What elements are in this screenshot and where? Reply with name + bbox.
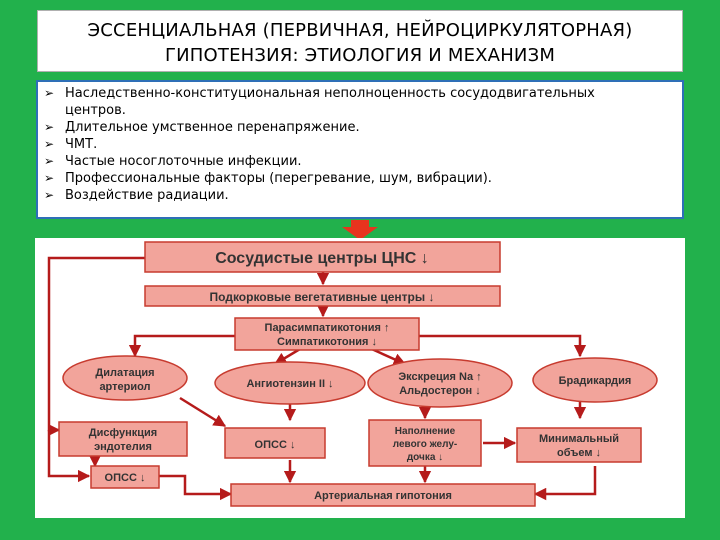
dilation-label-2: артериол bbox=[99, 381, 150, 393]
excretion-label-2: Альдостерон ↓ bbox=[399, 385, 481, 397]
angiotensin-ellipse bbox=[214, 361, 366, 405]
list-item: ➢Длительное умственное перенапряжение. bbox=[44, 120, 360, 135]
dysfunction-label-1: Дисфункция bbox=[89, 427, 157, 439]
minimal-volume-box bbox=[516, 427, 642, 463]
arteriole-dilation-ellipse bbox=[62, 355, 188, 401]
title-line-1: ЭССЕНЦИАЛЬНАЯ (ПЕРВИЧНАЯ, НЕЙРОЦИРКУЛЯТО… bbox=[87, 20, 633, 41]
list-item: ➢Частые носоглоточные инфекции. bbox=[44, 154, 302, 169]
cns-centers-box bbox=[144, 241, 501, 273]
flow-arrows bbox=[47, 256, 597, 501]
arterial-hypotension-box bbox=[230, 483, 536, 507]
flowchart: Сосудистые центры ЦНС ↓ Подкорковые веге… bbox=[47, 241, 658, 507]
filling-label-2: левого желу- bbox=[393, 439, 457, 450]
angiotensin-label: Ангиотензин II ↓ bbox=[246, 378, 333, 390]
down-arrow-icon bbox=[342, 220, 378, 240]
parasympathicotonia-box bbox=[234, 317, 420, 351]
list-item: ➢Наследственно-конституциональная неполн… bbox=[44, 86, 595, 101]
dysfunction-label-2: эндотелия bbox=[94, 441, 152, 453]
dilation-label-1: Дилатация bbox=[95, 367, 154, 379]
etiology-list: ➢Наследственно-конституциональная неполн… bbox=[36, 80, 684, 219]
sodium-excretion-ellipse bbox=[367, 358, 513, 408]
parasympathicotonia-label: Парасимпатикотония ↑ bbox=[265, 322, 390, 334]
list-item: ➢ЧМТ. bbox=[44, 137, 98, 152]
opss-label: ОПСС ↓ bbox=[255, 439, 296, 451]
bullet-arrow-icon: ➢ bbox=[44, 171, 55, 185]
list-item: ➢Профессиональные факторы (перегревание,… bbox=[44, 171, 492, 186]
filling-label-3: дочка ↓ bbox=[407, 452, 443, 463]
bullet-arrow-icon: ➢ bbox=[44, 86, 55, 100]
hypotension-label: Артериальная гипотония bbox=[314, 490, 452, 502]
title-box: ЭССЕНЦИАЛЬНАЯ (ПЕРВИЧНАЯ, НЕЙРОЦИРКУЛЯТО… bbox=[37, 10, 683, 72]
minimal-label-2: объем ↓ bbox=[557, 447, 601, 459]
subcortical-centers-box bbox=[144, 285, 501, 307]
ventricle-filling-box bbox=[368, 419, 482, 467]
bullet-arrow-icon: ➢ bbox=[44, 137, 55, 151]
cns-centers-label: Сосудистые центры ЦНС ↓ bbox=[215, 250, 429, 267]
sympathicotonia-label: Симпатикотония ↓ bbox=[277, 336, 377, 348]
opss-left-label: ОПСС ↓ bbox=[105, 472, 146, 484]
bradycardia-label: Брадикардия bbox=[559, 375, 632, 387]
excretion-label-1: Экскреция Na ↑ bbox=[398, 371, 481, 383]
bradycardia-ellipse bbox=[532, 357, 658, 403]
bullet-arrow-icon: ➢ bbox=[44, 188, 55, 202]
filling-label-1: Наполнение bbox=[395, 426, 456, 437]
bullet-arrow-icon: ➢ bbox=[44, 120, 55, 134]
opss-box bbox=[224, 427, 326, 459]
mechanism-diagram: Сосудистые центры ЦНС ↓ Подкорковые веге… bbox=[35, 238, 685, 518]
subcortical-centers-label: Подкорковые вегетативные центры ↓ bbox=[210, 290, 435, 304]
opss-left-box bbox=[90, 465, 160, 489]
endothelium-dysfunction-box bbox=[58, 421, 188, 457]
list-item: ➢Воздействие радиации. bbox=[44, 188, 229, 203]
title-line-2: ГИПОТЕНЗИЯ: ЭТИОЛОГИЯ И МЕХАНИЗМ bbox=[164, 45, 556, 66]
minimal-label-1: Минимальный bbox=[539, 433, 619, 445]
bullet-arrow-icon: ➢ bbox=[44, 154, 55, 168]
list-item-continuation: центров. bbox=[65, 103, 126, 118]
